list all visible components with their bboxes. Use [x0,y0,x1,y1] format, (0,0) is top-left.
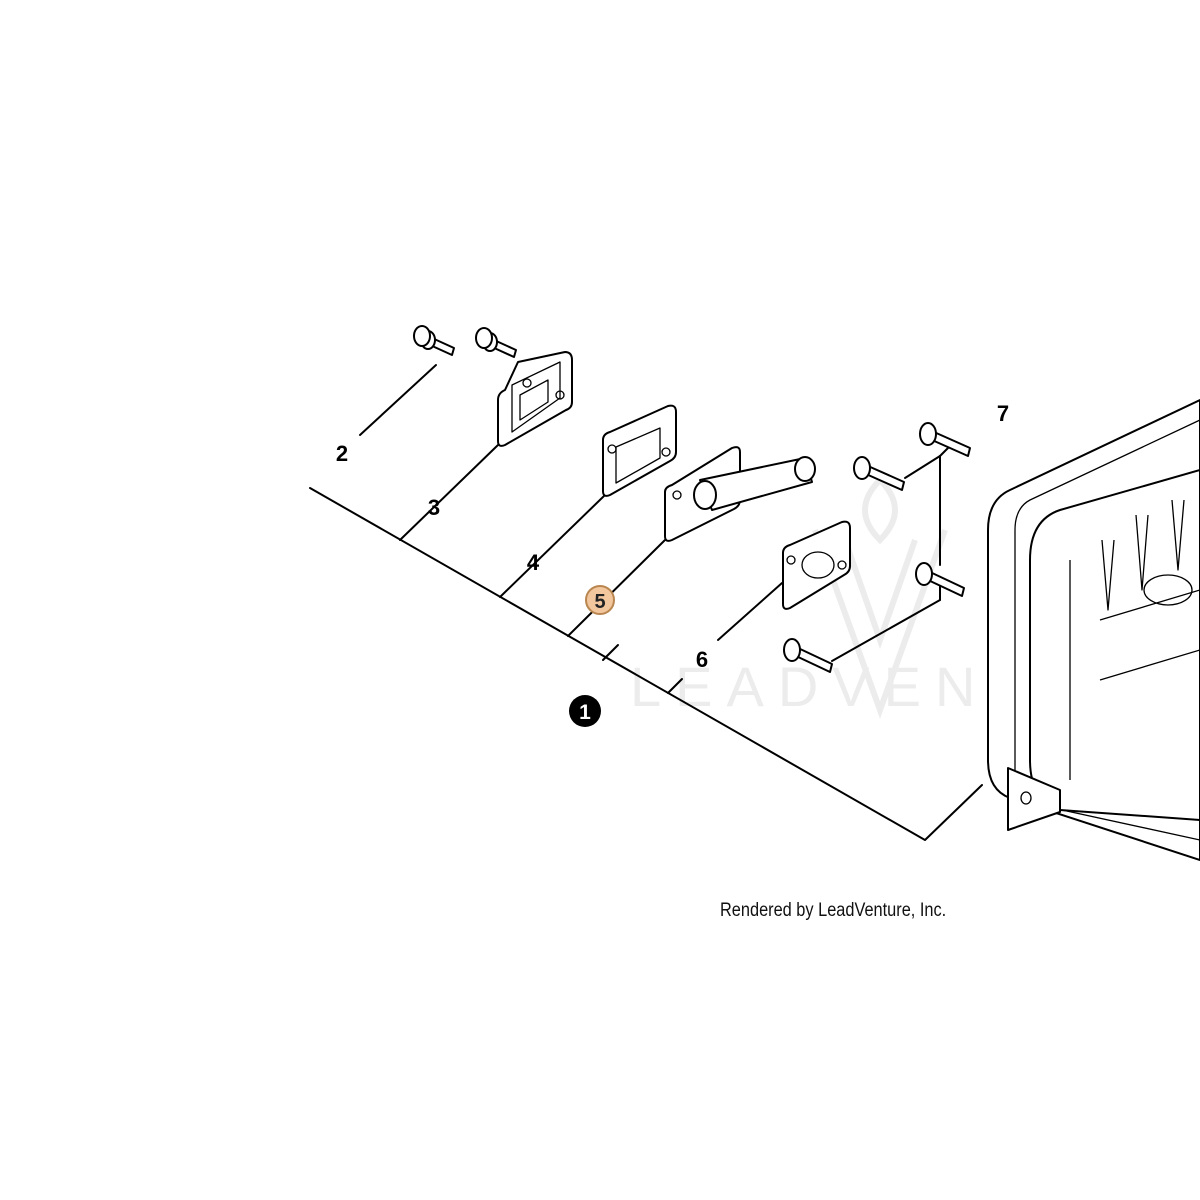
render-credit-caption: Rendered by LeadVenture, Inc. [720,900,947,921]
callout-6-label: 6 [696,647,708,672]
callout-2-label: 2 [336,441,348,466]
callout-1[interactable]: 1 [569,695,601,727]
bolt-2a [413,325,455,356]
bolt-7a [919,422,971,457]
part-4-gasket [602,404,677,497]
callout-5-label: 5 [594,591,605,613]
bolt-7c [915,562,965,597]
part-3-cover-plate [497,351,573,447]
callout-1-label: 1 [579,701,591,724]
watermark-logo [812,475,948,719]
callout-3-label: 3 [428,495,440,520]
part-1-muffler [987,399,1200,861]
callout-4[interactable]: 4 [527,550,540,575]
callout-7[interactable]: 7 [997,401,1009,426]
callout-5[interactable]: 5 [585,585,615,615]
part-7-bolts [783,422,971,673]
callout-4-label: 4 [527,550,540,575]
part-5-exhaust-tube [664,446,816,542]
callout-6[interactable]: 6 [696,647,708,672]
part-6-gasket [782,520,851,610]
callout-3[interactable]: 3 [428,495,440,520]
bolt-7b [853,456,905,491]
bolt-7d [783,638,833,673]
part-2-bolts [413,325,517,358]
bolt-2b [475,327,517,358]
callout-2[interactable]: 2 [336,441,348,466]
assembly-baseline [309,364,983,841]
callout-7-label: 7 [997,401,1009,426]
